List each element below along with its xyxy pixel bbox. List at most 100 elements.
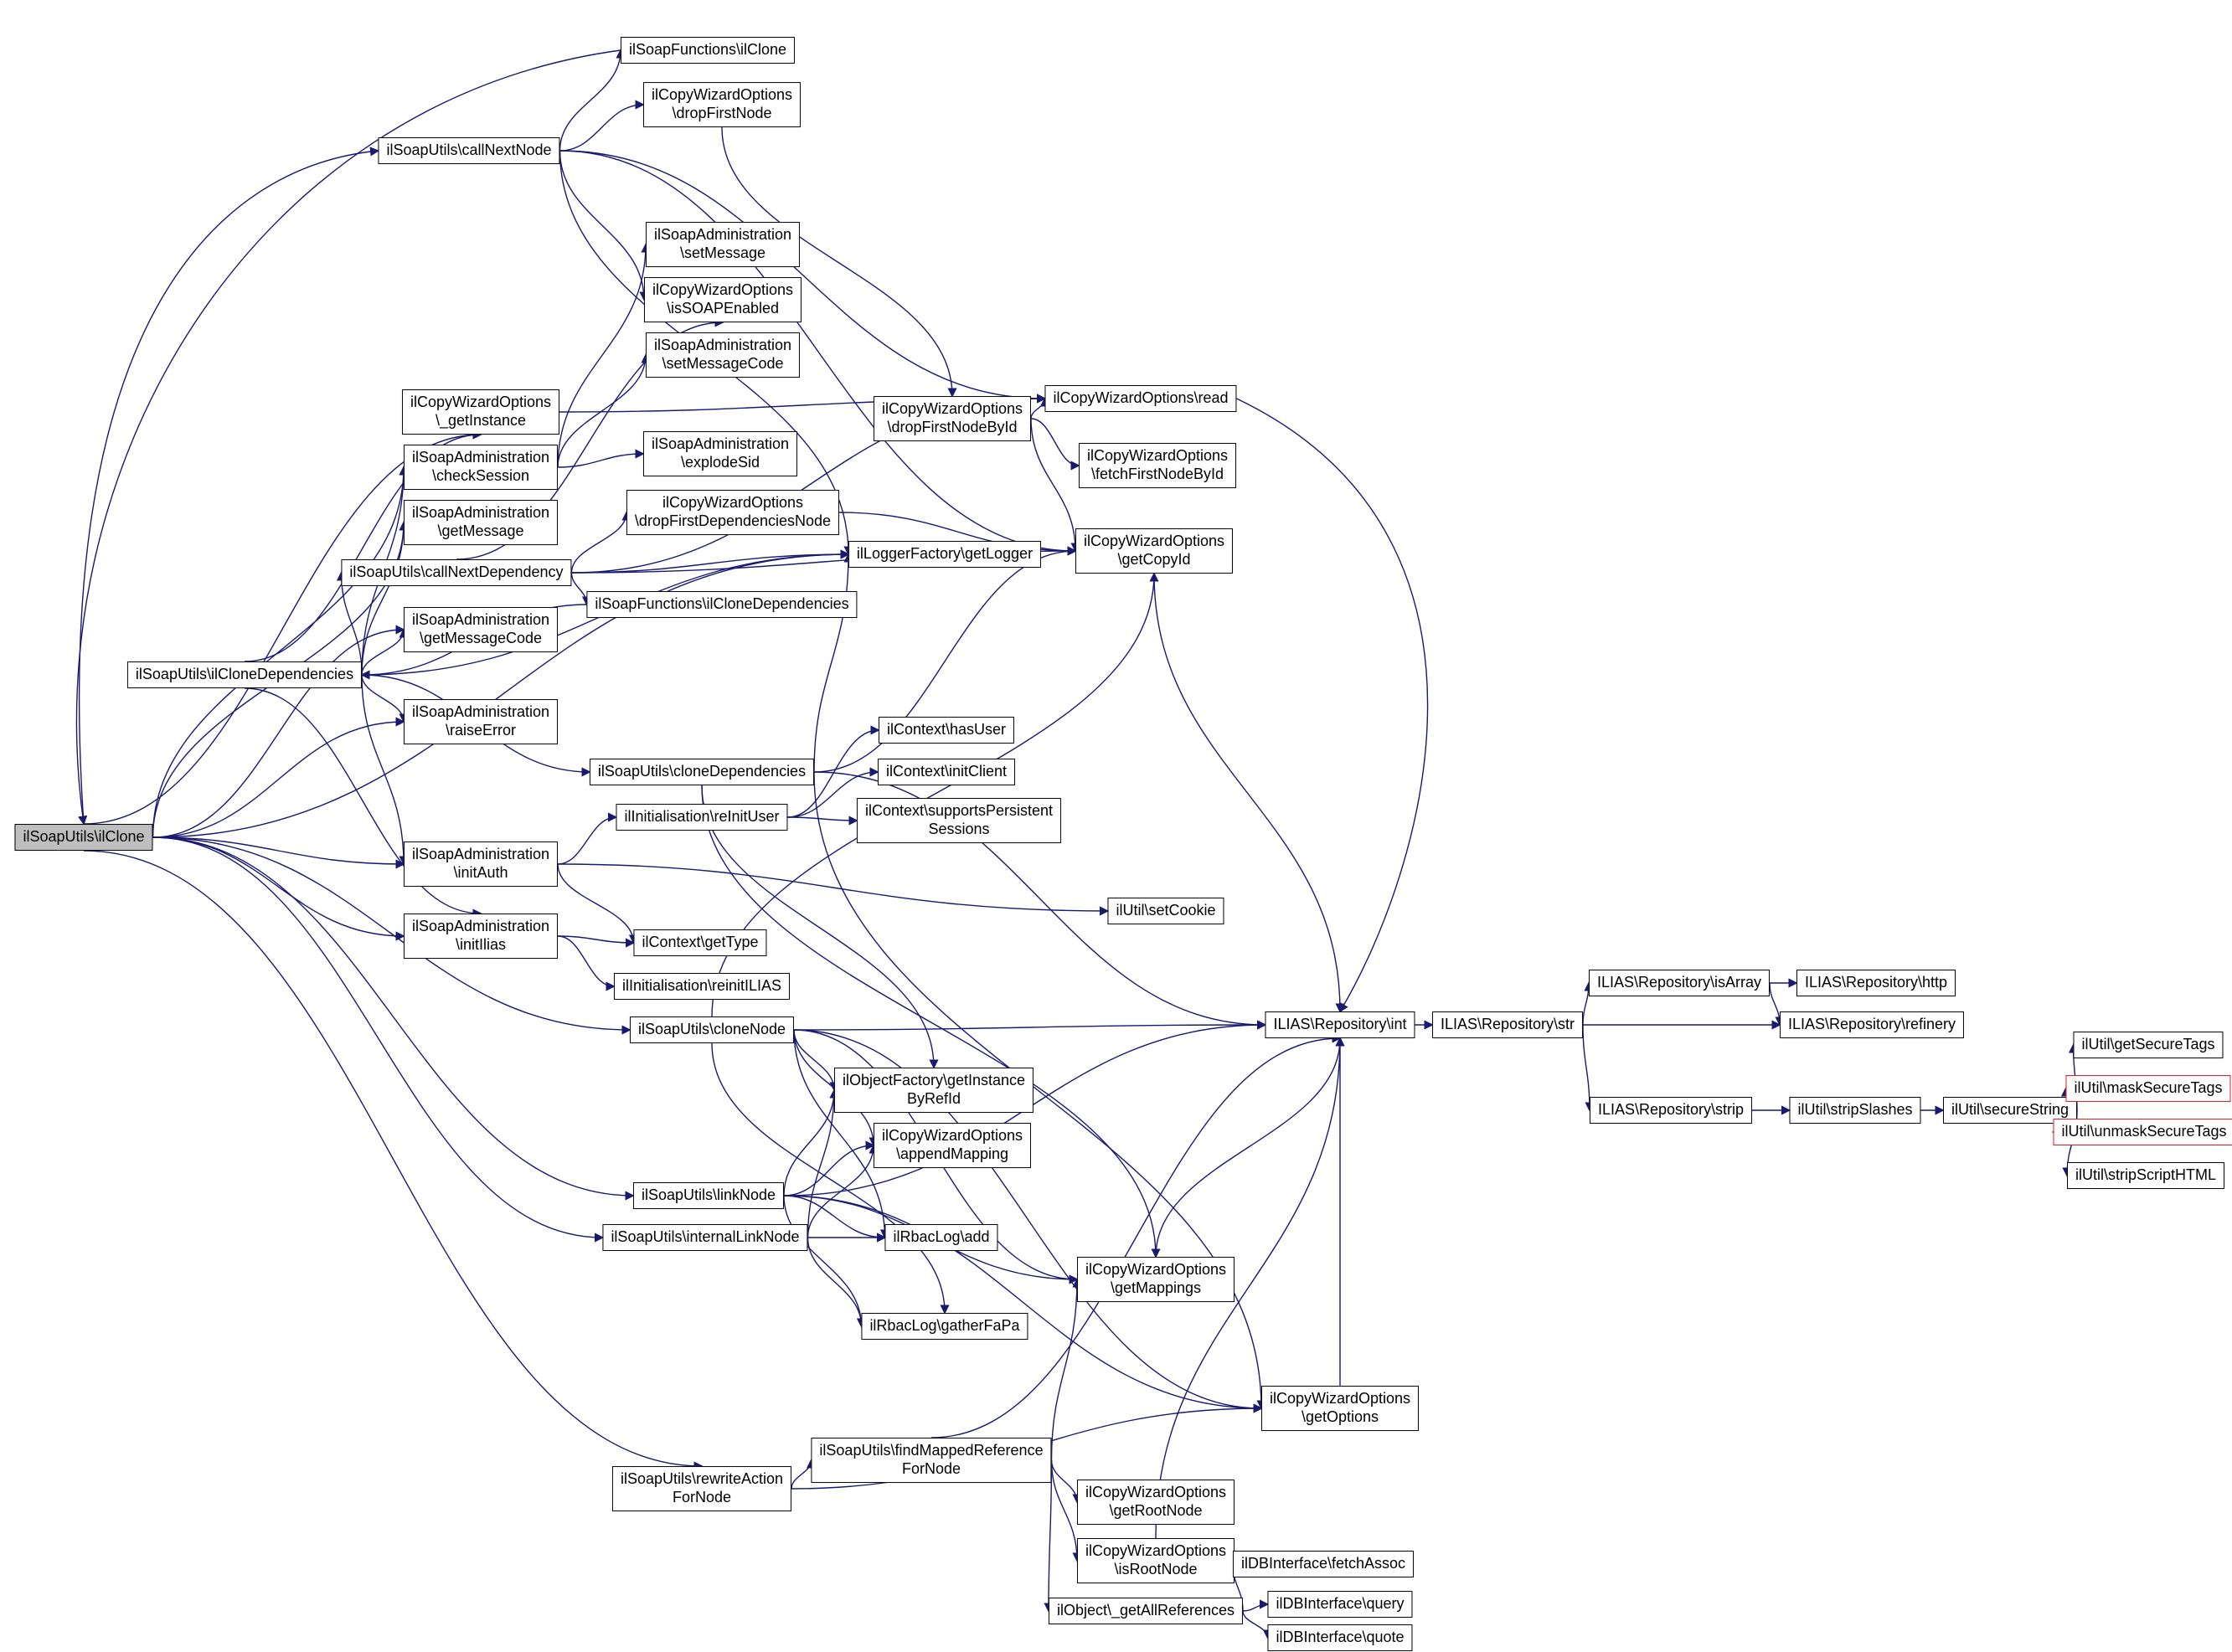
node-stripScriptHTML[interactable]: ilUtil\stripScriptHTML xyxy=(2066,1162,2225,1189)
node-fetchFirstNodeById[interactable]: ilCopyWizardOptions \fetchFirstNodeById xyxy=(1078,443,1237,488)
edge-callNextNode-getCopyId xyxy=(559,150,1077,556)
edge-callNextNode-dropFirstNode xyxy=(559,100,645,152)
node-dropFirstNode[interactable]: ilCopyWizardOptions \dropFirstNode xyxy=(642,82,802,127)
node-getType[interactable]: ilContext\getType xyxy=(633,929,767,956)
node-str[interactable]: ILIAS\Repository\str xyxy=(1431,1011,1584,1038)
node-query[interactable]: ilDBInterface\query xyxy=(1267,1591,1413,1618)
node-quote[interactable]: ilDBInterface\quote xyxy=(1267,1624,1413,1651)
node-appendMapping[interactable]: ilCopyWizardOptions \appendMapping xyxy=(873,1123,1032,1168)
node-isRootNode[interactable]: ilCopyWizardOptions \isRootNode xyxy=(1076,1538,1235,1583)
node-getInstance[interactable]: ilCopyWizardOptions \_getInstance xyxy=(401,389,560,435)
node-getSecureTags[interactable]: ilUtil\getSecureTags xyxy=(2073,1032,2224,1058)
edge-findMappedReference-getRootNode xyxy=(1050,1459,1082,1504)
node-strip[interactable]: ILIAS\Repository\strip xyxy=(1589,1097,1753,1124)
node-raiseError[interactable]: ilSoapAdministration \raiseError xyxy=(403,699,559,744)
node-gatherFaPa[interactable]: ilRbacLog\gatherFaPa xyxy=(861,1313,1028,1340)
node-cloneDependencies[interactable]: ilSoapUtils\cloneDependencies xyxy=(589,759,815,785)
node-cloneNode[interactable]: ilSoapUtils\cloneNode xyxy=(629,1016,795,1043)
node-rewriteAction[interactable]: ilSoapUtils\rewriteAction ForNode xyxy=(611,1466,792,1511)
edge-cloneNode-appendMapping xyxy=(793,1029,879,1147)
node-supportsPersistent[interactable]: ilContext\supportsPersistent Sessions xyxy=(856,798,1062,843)
node-getMessageCode[interactable]: ilSoapAdministration \getMessageCode xyxy=(403,607,559,652)
edge-linkNode-rbacAdd xyxy=(783,1195,887,1243)
node-http[interactable]: ILIAS\Repository\http xyxy=(1796,970,1956,996)
node-callNextNode[interactable]: ilSoapUtils\callNextNode xyxy=(378,137,560,164)
edge-linkNode-getOptions xyxy=(783,1195,1263,1413)
node-dropFirstNodeById[interactable]: ilCopyWizardOptions \dropFirstNodeById xyxy=(873,396,1032,441)
edge-checkSession-setMessageCode xyxy=(557,353,651,468)
edge-internalLinkNode-gatherFaPa xyxy=(807,1237,867,1328)
node-getAllReferences[interactable]: ilObject\_getAllReferences xyxy=(1048,1598,1244,1624)
node-unmaskSecureTags[interactable]: ilUtil\unmaskSecureTags xyxy=(2053,1119,2232,1145)
node-fetchAssoc[interactable]: ilDBInterface\fetchAssoc xyxy=(1232,1551,1415,1577)
node-internalLinkNode[interactable]: ilSoapUtils\internalLinkNode xyxy=(602,1224,808,1251)
node-ilCloneDependencies[interactable]: ilSoapUtils\ilCloneDependencies xyxy=(126,661,363,688)
node-getCopyId[interactable]: ilCopyWizardOptions \getCopyId xyxy=(1075,528,1234,574)
node-refinery[interactable]: ILIAS\Repository\refinery xyxy=(1779,1011,1965,1038)
node-callNextDependency[interactable]: ilSoapUtils\callNextDependency xyxy=(341,559,572,586)
node-initClient[interactable]: ilContext\initClient xyxy=(877,759,1016,785)
edge-getAllReferences-query xyxy=(1242,1599,1270,1612)
edge-internalLinkNode-getInstanceByRefId xyxy=(807,1088,839,1238)
node-setMessageCode[interactable]: ilSoapAdministration \setMessageCode xyxy=(645,332,801,378)
node-initIlias[interactable]: ilSoapAdministration \initIlias xyxy=(403,913,559,959)
edge-reInitUser-hasUser xyxy=(787,725,880,818)
edge-checkSession-setMessage xyxy=(557,243,651,468)
node-setCookie[interactable]: ilUtil\setCookie xyxy=(1107,898,1224,924)
edge-root-internalLinkNode xyxy=(152,836,605,1243)
node-setMessage[interactable]: ilSoapAdministration \setMessage xyxy=(645,222,801,267)
node-linkNode[interactable]: ilSoapUtils\linkNode xyxy=(632,1182,785,1209)
node-getMappings[interactable]: ilCopyWizardOptions \getMappings xyxy=(1076,1257,1235,1302)
node-maskSecureTags[interactable]: ilUtil\maskSecureTags xyxy=(2065,1075,2231,1102)
node-stripSlashes[interactable]: ilUtil\stripSlashes xyxy=(1789,1097,1921,1124)
node-getLogger[interactable]: ilLoggerFactory\getLogger xyxy=(848,541,1042,568)
node-isArray[interactable]: ILIAS\Repository\isArray xyxy=(1588,970,1771,996)
node-getInstanceByRefId[interactable]: ilObjectFactory\getInstance ByRefId xyxy=(833,1068,1034,1113)
node-getRootNode[interactable]: ilCopyWizardOptions \getRootNode xyxy=(1076,1480,1235,1525)
node-isSOAPEnabled[interactable]: ilCopyWizardOptions \isSOAPEnabled xyxy=(643,277,802,322)
edge-cloneNode-getOptions xyxy=(793,1029,1263,1413)
edge-cloneDependencies-getMappings xyxy=(701,785,1161,1258)
edge-getCopyId-int xyxy=(1153,573,1345,1013)
node-checkSession[interactable]: ilSoapAdministration \checkSession xyxy=(403,445,559,490)
edge-callNextNode-isSOAPEnabled xyxy=(559,150,649,301)
edge-cloneNode-getCopyId xyxy=(711,572,1159,1017)
edge-findMappedReference-getAllReferences xyxy=(1044,1459,1054,1613)
edge-reInitUser-initClient xyxy=(787,767,879,818)
edge-callNextNode-soapfunc_clone xyxy=(559,49,626,152)
edge-dropFirstNodeById-read xyxy=(1030,397,1050,419)
edge-root-getLogger xyxy=(152,549,850,838)
edge-root-checkSession xyxy=(152,466,409,838)
node-getOptions[interactable]: ilCopyWizardOptions \getOptions xyxy=(1260,1386,1420,1431)
node-reinitILIAS[interactable]: ilInitialisation\reinitILIAS xyxy=(613,973,791,1000)
node-reInitUser[interactable]: ilInitialisation\reInitUser xyxy=(616,804,788,831)
edge-callNextDependency-dropFirstDepsNode xyxy=(570,511,631,574)
edge-initAuth-getType xyxy=(557,863,639,944)
node-getMessage[interactable]: ilSoapAdministration \getMessage xyxy=(403,500,559,545)
edge-cloneDependencies-getInstanceByRefId xyxy=(701,785,939,1069)
edge-root-getMessageCode xyxy=(152,625,405,838)
node-root[interactable]: ilSoapUtils\ilClone xyxy=(14,824,153,851)
node-rbacAdd[interactable]: ilRbacLog\add xyxy=(884,1224,998,1251)
edge-root-raiseError xyxy=(152,717,405,838)
edge-reInitUser-supportsPersistent xyxy=(787,816,858,826)
node-hasUser[interactable]: ilContext\hasUser xyxy=(878,717,1015,744)
node-soapfunc_clone[interactable]: ilSoapFunctions\ilClone xyxy=(620,37,796,64)
edge-internalLinkNode-appendMapping xyxy=(807,1144,879,1238)
edge-ilCloneDependencies-raiseError xyxy=(361,674,409,723)
edge-linkNode-appendMapping xyxy=(783,1140,875,1197)
edge-ilCloneDependencies-initAuth xyxy=(361,674,409,866)
node-findMappedReference[interactable]: ilSoapUtils\findMappedReference ForNode xyxy=(811,1438,1052,1483)
edge-root-callNextNode xyxy=(78,147,380,825)
edge-getMappings-int xyxy=(1155,1037,1345,1258)
node-dropFirstDepsNode[interactable]: ilCopyWizardOptions \dropFirstDependenci… xyxy=(626,490,840,535)
node-int[interactable]: ILIAS\Repository\int xyxy=(1265,1011,1415,1038)
node-initAuth[interactable]: ilSoapAdministration \initAuth xyxy=(403,841,559,887)
node-soapfunc_cloneDeps[interactable]: ilSoapFunctions\ilCloneDependencies xyxy=(586,591,858,618)
node-read[interactable]: ilCopyWizardOptions\read xyxy=(1044,385,1237,412)
edge-dropFirstNodeById-fetchFirstNodeById xyxy=(1030,418,1080,471)
edge-ilCloneDependencies-initIlias xyxy=(244,687,482,919)
edge-checkSession-explodeSid xyxy=(557,449,645,468)
node-explodeSid[interactable]: ilSoapAdministration \explodeSid xyxy=(642,431,798,476)
